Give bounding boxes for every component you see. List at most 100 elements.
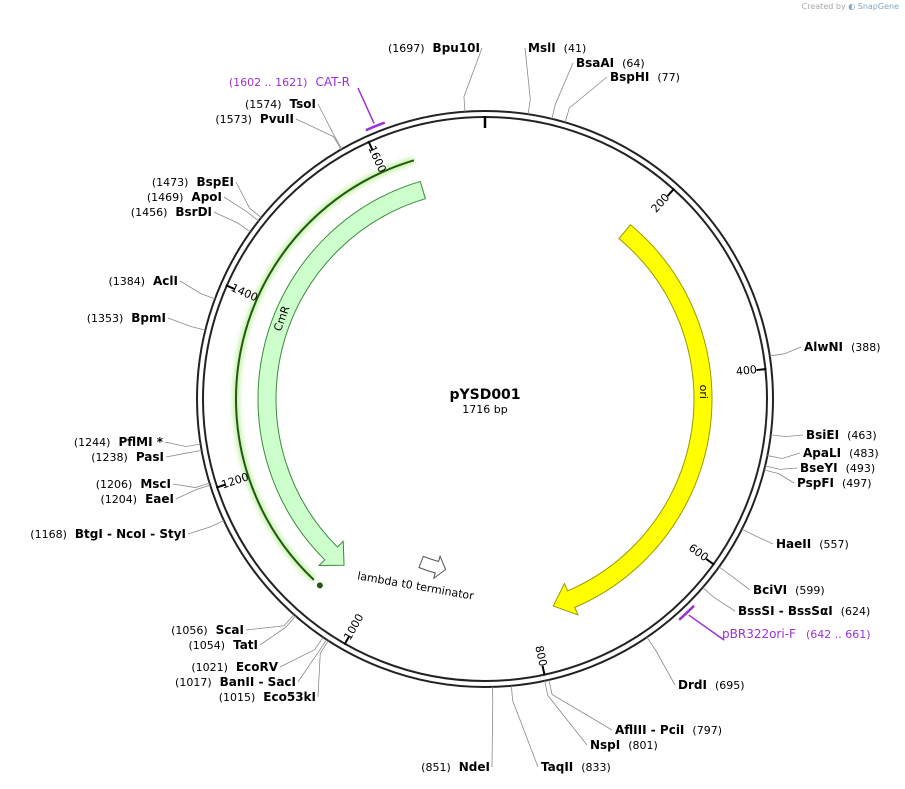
site-leader-line <box>175 484 211 500</box>
site-apali[interactable]: ApaLI(483) <box>767 446 879 460</box>
site-leader-line <box>463 47 483 112</box>
site-label: ApaLI(483) <box>803 446 879 460</box>
site-leader-line <box>297 639 327 683</box>
feature-cmr[interactable]: CmR <box>232 156 427 589</box>
site-bsssi-bsss-i[interactable]: BssSI - BssSαI(624) <box>702 587 871 618</box>
site-label: (851)NdeI <box>421 760 490 774</box>
site-label: BsaAI(64) <box>576 56 645 70</box>
site-label: (1473)BspEI <box>152 175 234 189</box>
site-leader-line <box>179 280 216 300</box>
site-tsoi[interactable]: (1574)TsoI <box>245 97 343 150</box>
site-taqii[interactable]: TaqII(833) <box>510 685 611 774</box>
snapgene-logo-icon: ◐ <box>848 2 856 11</box>
site-bseyi[interactable]: BseYI(493) <box>765 461 875 475</box>
site-bsrdi[interactable]: (1456)BsrDI <box>131 205 251 233</box>
primer-label: (1602 .. 1621)CAT-R <box>229 75 350 89</box>
site-label: (1056)ScaI <box>171 623 244 637</box>
site-bsphi[interactable]: BspHI(77) <box>564 70 680 123</box>
site-label: AflIII - PciI(797) <box>615 723 722 737</box>
site-ndei[interactable]: (851)NdeI <box>421 686 494 774</box>
tick-mark <box>215 483 227 489</box>
site-msci[interactable]: (1206)MscI <box>96 477 210 491</box>
tick-mark <box>705 558 715 566</box>
site-leader-line <box>165 450 202 458</box>
site-leader-line <box>491 686 494 768</box>
site-pspfi[interactable]: PspFI(497) <box>764 469 872 490</box>
site-pasi[interactable]: (1238)PasI <box>91 450 202 464</box>
site-bpmi[interactable]: (1353)BpmI <box>87 311 206 331</box>
terminator-arrow <box>418 554 447 580</box>
primer-cat-r[interactable]: (1602 .. 1621)CAT-R <box>229 75 386 132</box>
site-layer: (1697)Bpu10I MslI(41)BsaAI(64)BspHI(77) Al… <box>30 41 880 774</box>
site-acli[interactable]: (1384)AclI <box>108 274 216 300</box>
tick-mark <box>343 635 351 646</box>
site-leader-line <box>769 346 802 357</box>
site-leader-line <box>544 680 588 746</box>
site-label: DrdI(695) <box>678 678 745 692</box>
site-label: (1021)EcoRV <box>191 660 278 674</box>
site-bcivi[interactable]: BciVI(599) <box>718 566 825 597</box>
ori-arrow <box>552 224 713 616</box>
site-nspi[interactable]: NspI(801) <box>544 680 658 752</box>
primer-pbr322ori-f[interactable]: pBR322ori-F(642 .. 661) <box>678 604 871 641</box>
snapgene-credit: Created by ◐ SnapGene <box>802 2 899 11</box>
cds-end-icon <box>316 582 323 589</box>
site-leader-line <box>510 685 539 768</box>
site-eaei[interactable]: (1204)EaeI <box>101 484 211 506</box>
site-label: BspHI(77) <box>610 70 680 84</box>
site-label: (1015)Eco53kI <box>219 690 316 704</box>
site-label: (1456)BsrDI <box>131 205 212 219</box>
tick-mark <box>541 665 546 676</box>
site-label: (1384)AclI <box>108 274 178 288</box>
feature-label: ori <box>697 385 710 399</box>
site-haeii[interactable]: HaeII(557) <box>741 528 849 551</box>
site-tati[interactable]: (1054)TatI <box>188 615 296 652</box>
site-label: (1168)BtgI - NcoI - StyI <box>30 527 186 541</box>
site-leader-line <box>213 211 251 233</box>
site-leader-line <box>548 679 613 731</box>
site-leader-line <box>702 587 736 612</box>
site-msli[interactable]: MslI(41) <box>524 41 586 115</box>
site-bsaai[interactable]: BsaAI(64) <box>551 56 645 119</box>
site-label: (1204)EaeI <box>101 492 174 506</box>
site-bsiei[interactable]: BsiEI(463) <box>770 428 877 442</box>
site-pflmi[interactable]: (1244)PflMI * <box>74 435 201 449</box>
site-apoi[interactable]: (1469)ApoI <box>147 190 259 222</box>
site-bspei[interactable]: (1473)BspEI <box>152 175 262 218</box>
site-leader-line <box>718 566 751 591</box>
site-leader-line <box>764 469 795 484</box>
site-label: TaqII(833) <box>541 760 611 774</box>
site-pvuii[interactable]: (1573)PvuII <box>215 112 342 150</box>
site-label: PspFI(497) <box>797 476 872 490</box>
primer-leader <box>357 87 375 124</box>
site-label: (1574)TsoI <box>245 97 316 111</box>
site-leader-line <box>646 636 676 686</box>
site-leader-line <box>767 452 801 459</box>
site-leader-line <box>245 614 295 631</box>
site-afliii-pcii[interactable]: AflIII - PciI(797) <box>548 679 722 737</box>
site-leader-line <box>295 118 342 150</box>
site-leader-line <box>235 181 262 218</box>
site-alwni[interactable]: AlwNI(388) <box>769 340 881 357</box>
feature-lambda-t0-terminator[interactable]: lambda t0 terminator <box>356 554 475 603</box>
site-bpu10i[interactable]: (1697)Bpu10I <box>388 41 483 112</box>
backbone <box>196 110 774 688</box>
site-leader-line <box>172 482 210 488</box>
cmr-arrow <box>257 180 427 567</box>
site-leader-line <box>770 434 804 438</box>
site-leader-line <box>187 520 225 535</box>
site-label: (1206)MscI <box>96 477 171 491</box>
primer-bar <box>365 121 386 132</box>
site-banii-saci[interactable]: (1017)BanII - SacI <box>175 639 327 689</box>
site-leader-line <box>741 528 774 545</box>
site-label: (1697)Bpu10I <box>388 41 480 55</box>
site-label: AlwNI(388) <box>804 340 881 354</box>
feature-ori[interactable]: ori <box>552 224 713 616</box>
site-btgi-ncoi-styi[interactable]: (1168)BtgI - NcoI - StyI <box>30 520 225 541</box>
plasmid-name: pYSD001 <box>449 387 520 403</box>
primer-label: pBR322ori-F(642 .. 661) <box>722 627 871 641</box>
site-ecorv[interactable]: (1021)EcoRV <box>191 636 324 674</box>
site-scai[interactable]: (1056)ScaI <box>171 614 295 637</box>
site-eco53ki[interactable]: (1015)Eco53kI <box>219 640 329 704</box>
site-drdi[interactable]: DrdI(695) <box>646 636 745 692</box>
